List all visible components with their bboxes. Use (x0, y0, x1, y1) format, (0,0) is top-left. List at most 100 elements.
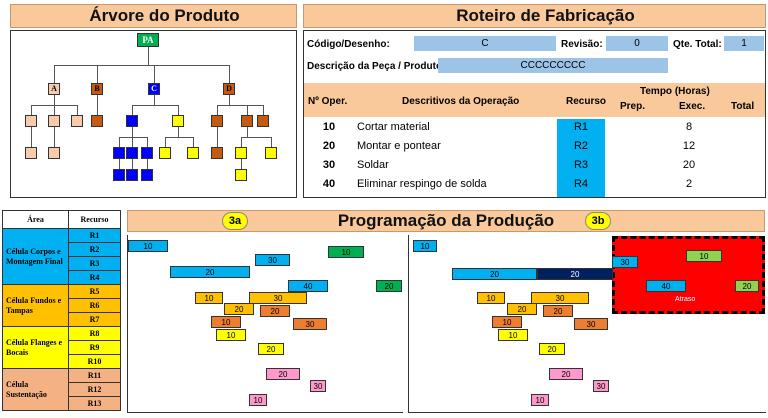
tree-node-a-child[interactable] (48, 115, 60, 127)
schedule-bar[interactable]: 20 (507, 303, 537, 315)
schedule-bar[interactable]: 20 (376, 280, 402, 292)
resource-cell: R9 (68, 340, 121, 355)
op-exec-time: 2 (685, 178, 693, 190)
tree-connector (147, 137, 148, 147)
schedule-bar[interactable]: 20 (258, 343, 284, 355)
schedule-bar[interactable]: 10 (328, 246, 364, 258)
tree-node-b[interactable]: B (91, 83, 103, 95)
op-exec-time: 12 (682, 140, 696, 152)
tree-node-a-grandchild[interactable] (48, 147, 60, 159)
schedule-bar[interactable]: 40 (646, 280, 686, 292)
schedule-bar[interactable]: 20 (170, 266, 250, 278)
tree-node-c-leaf[interactable] (113, 169, 125, 181)
tree-node-d-leaf[interactable] (235, 169, 247, 181)
schedule-bar[interactable]: 30 (612, 256, 638, 268)
tree-node-a-grandchild[interactable] (25, 147, 37, 159)
tree-node-c[interactable]: C (148, 83, 160, 95)
tree-node-d[interactable]: D (223, 83, 235, 95)
tree-root-pa[interactable]: PA (137, 33, 159, 47)
code-field[interactable]: C (414, 36, 556, 51)
schedule-bar[interactable]: 20 (537, 268, 613, 280)
schedule-bar[interactable]: 10 (413, 240, 437, 252)
tree-connector (241, 137, 242, 147)
schedule-bar[interactable]: 10 (686, 250, 722, 262)
schedule-bar[interactable]: 40 (288, 280, 328, 292)
tree-node-a-child[interactable] (71, 115, 83, 127)
schedule-bar[interactable]: 10 (477, 292, 505, 304)
schedule-bar[interactable]: 20 (266, 368, 300, 380)
schedule-bar[interactable]: 30 (310, 380, 326, 392)
tree-node-d-child[interactable] (211, 115, 223, 127)
routing-title: Roteiro de Fabricação (303, 4, 766, 28)
schedule-bar[interactable]: 10 (195, 292, 223, 304)
tree-node-c-grandchild[interactable] (126, 147, 138, 159)
op-resource: R1 (573, 121, 589, 133)
resource-cell: R5 (68, 284, 121, 299)
col-resource: Recurso (566, 96, 607, 107)
tree-connector (154, 65, 155, 83)
tree-node-c-leaf[interactable] (126, 169, 138, 181)
area-cell: Célula Flanges e Bocais (2, 326, 69, 369)
schedule-bar[interactable]: 20 (539, 343, 565, 355)
op-number: 40 (322, 178, 336, 190)
tree-connector (132, 159, 133, 169)
area-header: Área (2, 210, 69, 229)
schedule-bar[interactable]: 10 (128, 240, 168, 252)
schedule-bar[interactable]: 20 (549, 368, 583, 380)
revision-label: Revisão: (561, 39, 603, 50)
schedule-bar[interactable]: 20 (452, 268, 537, 280)
tree-node-c-leaf[interactable] (141, 169, 153, 181)
schedule-bar[interactable]: 30 (293, 318, 327, 330)
tree-node-c-grandchild[interactable] (113, 147, 125, 159)
revision-field[interactable]: 0 (606, 36, 668, 51)
op-description: Cortar material (357, 121, 430, 133)
schedule-bar[interactable]: 10 (211, 316, 241, 328)
schedule-bar[interactable]: 10 (531, 394, 549, 406)
tree-node-c-grandchild[interactable] (141, 147, 153, 159)
badge-3b: 3b (585, 212, 611, 230)
tree-node-a-child[interactable] (25, 115, 37, 127)
tree-node-c-grandchild[interactable] (159, 147, 171, 159)
qty-field[interactable]: 1 (724, 36, 764, 51)
tree-connector (217, 105, 218, 115)
tree-node-d-grandchild[interactable] (265, 147, 277, 159)
schedule-bar[interactable]: 10 (498, 329, 528, 341)
qty-label: Qte. Total: (673, 39, 722, 50)
schedule-bar[interactable]: 10 (216, 329, 246, 341)
op-resource: R2 (573, 140, 589, 152)
schedule-bar[interactable]: 30 (593, 380, 609, 392)
resource-cell: R4 (68, 270, 121, 285)
tree-node-a[interactable]: A (48, 83, 60, 95)
tree-node-d-grandchild[interactable] (211, 147, 223, 159)
area-cell: Célula Corpos e Montagem Final (2, 228, 69, 285)
col-time: Tempo (Horas) (640, 86, 710, 97)
schedule-bar[interactable]: 10 (492, 316, 522, 328)
schedule-bar[interactable]: 20 (224, 303, 254, 315)
schedule-bar[interactable]: 30 (574, 318, 608, 330)
schedule-bar[interactable]: 30 (531, 292, 589, 304)
tree-node-d-grandchild[interactable] (235, 147, 247, 159)
op-exec-time: 8 (685, 121, 693, 133)
op-number: 10 (322, 121, 336, 133)
tree-node-b-child[interactable] (91, 115, 103, 127)
tree-connector (217, 105, 263, 106)
tree-node-c-child[interactable] (172, 115, 184, 127)
schedule-bar[interactable]: 20 (543, 305, 573, 317)
desc-label: Descrição da Peça / Produto: (307, 61, 446, 72)
schedule-bar[interactable]: 30 (255, 254, 290, 266)
routing-panel: Código/Desenho: C Revisão: 0 Qte. Total:… (303, 30, 766, 198)
schedule-bar[interactable]: 30 (249, 292, 307, 304)
tree-node-c-grandchild[interactable] (187, 147, 199, 159)
tree-connector (263, 105, 264, 115)
tree-node-c-child[interactable] (126, 115, 138, 127)
op-resource: R4 (573, 178, 589, 190)
tree-connector (178, 127, 179, 137)
schedule-bar[interactable]: 10 (249, 394, 267, 406)
tree-node-d-child[interactable] (241, 115, 253, 127)
tree-connector (247, 127, 248, 137)
desc-field[interactable]: CCCCCCCCC (438, 58, 668, 73)
tree-connector (241, 159, 242, 169)
tree-node-d-child[interactable] (257, 115, 269, 127)
schedule-bar[interactable]: 20 (735, 280, 759, 292)
schedule-bar[interactable]: 20 (260, 305, 290, 317)
